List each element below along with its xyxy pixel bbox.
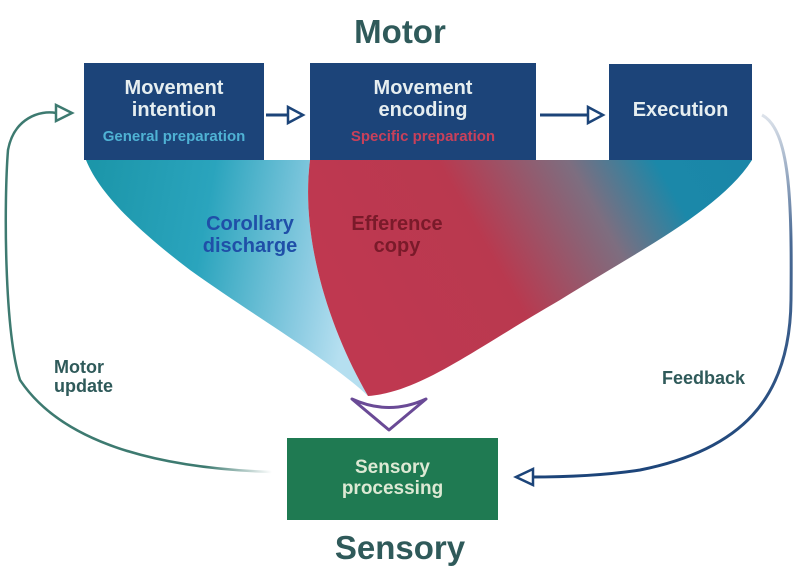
movement-encoding-title: Movement encoding: [374, 78, 473, 121]
efference-copy-label: Efference copy: [332, 213, 462, 257]
corollary-discharge-funnel: [86, 160, 368, 396]
efference-label-line2: copy: [373, 234, 421, 257]
movement-intention-title-line1: Movement: [124, 77, 224, 100]
convergence-marker-icon: [350, 397, 428, 432]
motor-heading: Motor: [354, 13, 446, 50]
arrow-encoding-to-execution: [540, 104, 606, 126]
movement-intention-box[interactable]: Movement intention General preparation: [84, 63, 264, 160]
movement-encoding-box[interactable]: Movement encoding Specific preparation: [310, 63, 536, 160]
motor-update-label: Motor update: [54, 357, 114, 397]
movement-intention-box-bg: [84, 63, 264, 160]
motor-update-label-line2: update: [54, 376, 114, 397]
movement-intention-title: Movement intention: [125, 78, 224, 121]
movement-encoding-box-bg: [310, 63, 536, 160]
efference-label-line1: Efference: [351, 213, 443, 235]
sensory-processing-box[interactable]: Sensory processing: [287, 438, 498, 520]
corollary-label-line2: discharge: [202, 234, 298, 257]
execution-title: Execution: [632, 99, 729, 121]
execution-box-bg: [609, 64, 752, 160]
arrow-intention-to-encoding: [266, 104, 306, 126]
corollary-discharge-label: Corollary discharge: [188, 213, 312, 257]
motor-update-label-line1: Motor: [54, 357, 104, 377]
specific-preparation-label: Specific preparation: [350, 127, 496, 145]
execution-box[interactable]: Execution: [609, 64, 752, 160]
feedback-arrow: [513, 113, 793, 487]
sensory-processing-title-line2: processing: [341, 478, 444, 499]
general-preparation-label: General preparation: [102, 127, 246, 145]
sensory-processing-box-bg: [287, 438, 498, 520]
movement-intention-title-line2: intention: [131, 99, 217, 121]
sensory-processing-title: Sensory processing: [342, 458, 443, 499]
corollary-label-line1: Corollary: [206, 213, 294, 235]
sensory-processing-title-line1: Sensory: [355, 457, 430, 479]
movement-encoding-title-line1: Movement: [373, 77, 473, 100]
feedback-label: Feedback: [662, 368, 746, 388]
sensory-heading: Sensory: [334, 529, 466, 566]
motor-update-arrow: [4, 102, 273, 474]
movement-encoding-title-line2: encoding: [378, 99, 468, 121]
efference-copy-funnel: [308, 160, 752, 396]
